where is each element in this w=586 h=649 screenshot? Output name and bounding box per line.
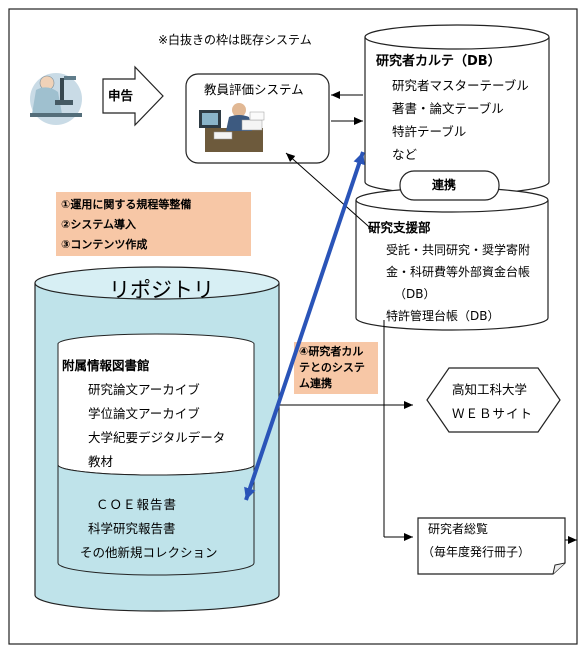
faculty-eval-title: 教員評価システム [204, 82, 304, 97]
collection-item: その他新規コレクション [80, 545, 218, 560]
karte-db-cylinder [364, 24, 550, 195]
website-label: ＷＥＢサイト [452, 406, 534, 421]
karte-item: など [392, 147, 418, 162]
library-item: 教材 [88, 454, 114, 469]
task-item: ③コンテンツ作成 [61, 238, 148, 251]
tasks-note [56, 192, 251, 256]
report-label: 申告 [108, 88, 134, 103]
directory-label: （毎年度発行冊子） [422, 545, 531, 559]
karte-title: 研究者カルテ（DB） [376, 54, 501, 69]
library-item: 学位論文アーカイブ [88, 406, 200, 421]
support-item: （DB） [394, 287, 436, 301]
karte-link-note-line: テとのシステ [299, 361, 365, 374]
karte-repository-link-arrow [244, 151, 365, 501]
researcher-microscope-icon [30, 73, 82, 125]
directory-label: 研究者総覧 [428, 522, 489, 536]
support-item: 受託・共同研究・奨学寄附 [386, 243, 531, 257]
task-item: ①運用に関する規程等整備 [61, 198, 192, 211]
karte-link-note-line: ム連携 [299, 377, 332, 390]
support-item: 金・科研費等外部資金台帳 [386, 265, 531, 279]
busy-worker-icon [199, 103, 265, 152]
library-title: 附属情報図書館 [62, 358, 150, 373]
support-title: 研究支援部 [368, 220, 431, 235]
karte-item: 特許テーブル [392, 124, 467, 139]
library-item: 研究論文アーカイブ [88, 382, 200, 397]
karte-link-note-line: ④研究者カル [299, 345, 364, 358]
legend-note: ※白抜きの枠は既存システム [158, 33, 312, 47]
new-collections-block [57, 464, 255, 576]
link-pill [399, 170, 500, 201]
collection-item: ＣＯＥ報告書 [96, 497, 178, 512]
website-label: 高知工科大学 [452, 382, 528, 397]
repository-title: リポジトリ [109, 278, 214, 302]
karte-item: 研究者マスターテーブル [392, 78, 529, 93]
library-item: 大学紀要デジタルデータ [88, 430, 226, 445]
support-item: 特許管理台帳（DB） [386, 309, 500, 323]
task-item: ②システム導入 [61, 218, 136, 231]
report-arrow [102, 65, 164, 127]
website-hexagon [426, 367, 561, 433]
karte-item: 著書・論文テーブル [392, 101, 504, 116]
collection-item: 科学研究報告書 [88, 521, 176, 536]
link-label: 連携 [432, 178, 457, 192]
